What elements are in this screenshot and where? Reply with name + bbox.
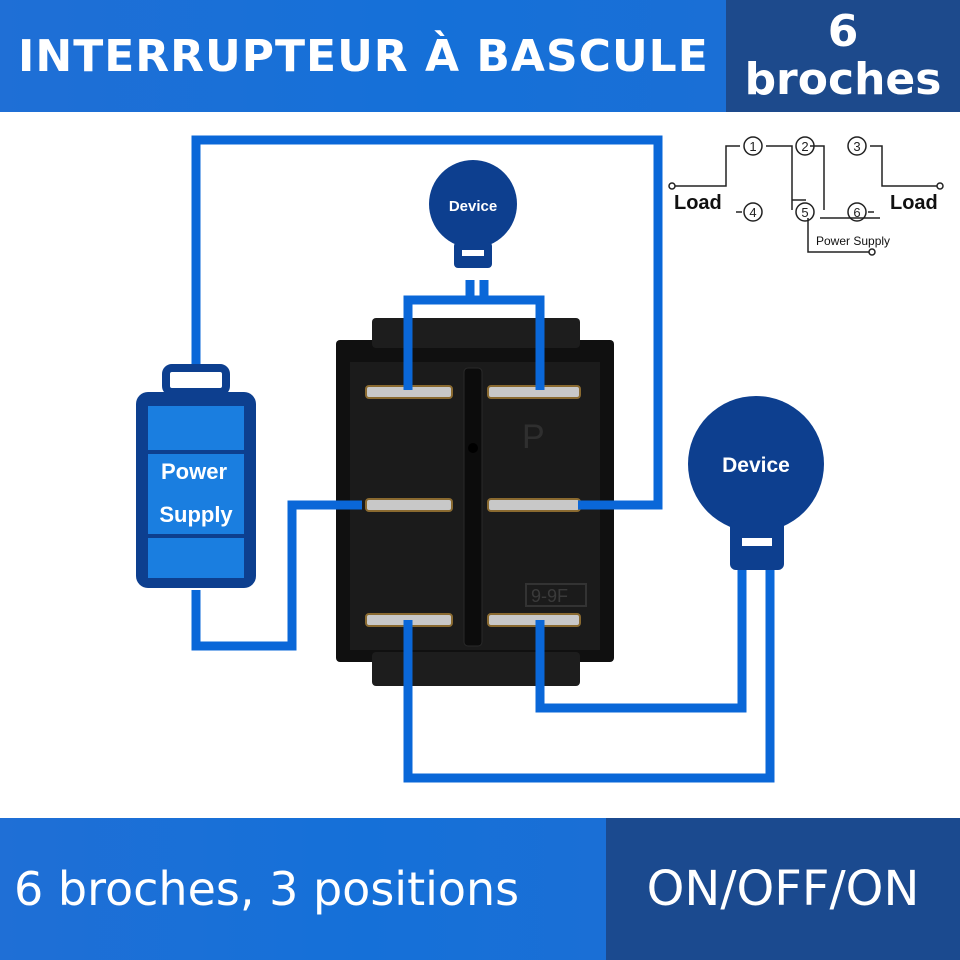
pin-count-word: broches bbox=[744, 54, 942, 105]
pin-count-box: 6 broches bbox=[726, 0, 960, 112]
rocker-switch: P 9-9F bbox=[336, 318, 614, 686]
wires bbox=[191, 135, 775, 783]
footer-left-text: 6 broches, 3 positions bbox=[0, 818, 606, 960]
terminal-4 bbox=[487, 498, 581, 512]
device-top: Device bbox=[429, 160, 517, 268]
wiring-diagram: P 9-9F Device bbox=[136, 135, 944, 783]
device-top-label: Device bbox=[449, 198, 497, 215]
title-text: INTERRUPTEUR À BASCULE bbox=[0, 0, 726, 112]
pin-1-label: 1 bbox=[749, 139, 756, 154]
schematic bbox=[668, 136, 944, 256]
schematic-power-supply: Power Supply bbox=[816, 234, 890, 248]
terminal-3 bbox=[365, 498, 453, 512]
pin-4-label: 4 bbox=[749, 205, 756, 220]
power-label-line2: Supply bbox=[159, 502, 233, 527]
schematic-pin-numbers: 1 2 3 4 5 6 bbox=[749, 139, 860, 220]
device-right: Device bbox=[688, 396, 824, 570]
pin-6-label: 6 bbox=[853, 205, 860, 220]
switch-p-mark: P bbox=[522, 418, 545, 456]
pin-5-label: 5 bbox=[801, 205, 808, 220]
power-supply-battery: Power Supply bbox=[136, 364, 256, 588]
switch-code-mark: 9-9F bbox=[531, 586, 568, 606]
footer-right-text: ON/OFF/ON bbox=[606, 818, 960, 960]
top-banner: INTERRUPTEUR À BASCULE 6 broches bbox=[0, 0, 960, 112]
device-right-label: Device bbox=[722, 454, 790, 477]
terminal-6 bbox=[487, 613, 581, 627]
pin-2-label: 2 bbox=[801, 139, 808, 154]
power-label-line1: Power bbox=[161, 459, 227, 484]
bottom-banner: 6 broches, 3 positions ON/OFF/ON bbox=[0, 818, 960, 960]
schematic-load-left: Load bbox=[674, 192, 722, 214]
schematic-load-right: Load bbox=[890, 192, 938, 214]
terminal-2 bbox=[487, 385, 581, 399]
pin-3-label: 3 bbox=[853, 139, 860, 154]
pin-count-number: 6 bbox=[827, 6, 859, 57]
